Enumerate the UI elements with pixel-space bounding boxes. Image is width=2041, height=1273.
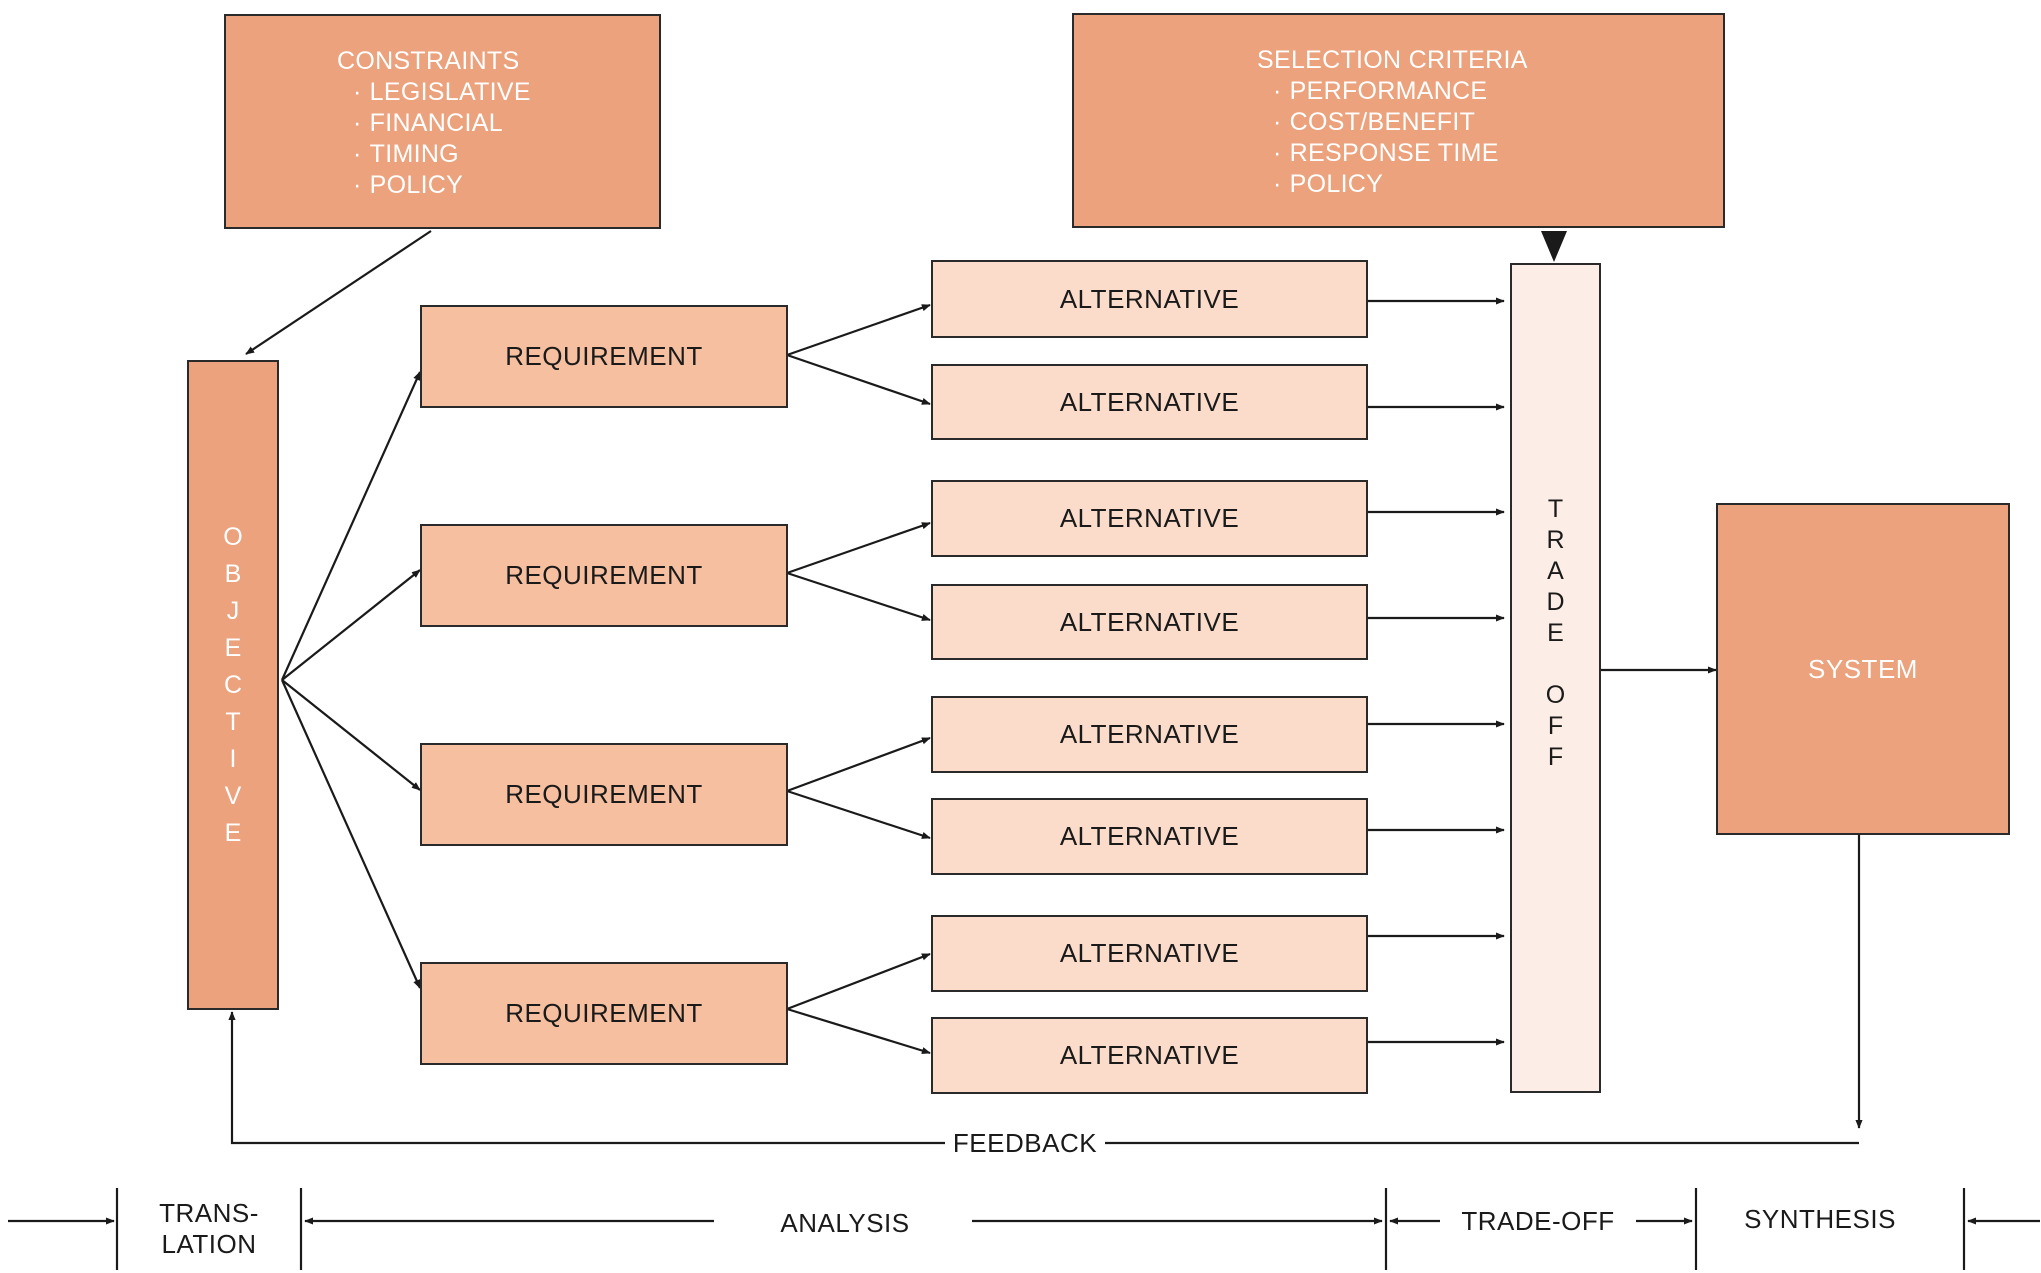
- criteria-item: PERFORMANCE: [1257, 76, 1528, 107]
- constraints-list: CONSTRAINTS LEGISLATIVE FINANCIAL TIMING…: [337, 46, 531, 201]
- trade-off-letter: T: [1547, 494, 1564, 523]
- objective-box: O B J E C T I V E: [187, 360, 279, 1010]
- constraint-item: LEGISLATIVE: [337, 77, 531, 108]
- req3-to-alt5: [786, 736, 931, 793]
- alternative-box-3: ALTERNATIVE: [931, 480, 1368, 557]
- req4-to-alt7: [786, 952, 931, 1011]
- requirement-box-3: REQUIREMENT: [420, 743, 788, 846]
- phase-translation-line2: LATION: [161, 1229, 257, 1259]
- constraint-item: FINANCIAL: [337, 108, 531, 139]
- trade-off-letter: D: [1546, 587, 1565, 616]
- system-box: SYSTEM: [1716, 503, 2010, 835]
- objective-letter: J: [226, 596, 240, 625]
- alternative-box-6: ALTERNATIVE: [931, 798, 1368, 875]
- req4-to-alt8: [786, 1007, 931, 1055]
- constraint-item: POLICY: [337, 170, 531, 201]
- selection-criteria-title: SELECTION CRITERIA: [1257, 46, 1528, 74]
- trade-off-letter: R: [1546, 525, 1565, 554]
- req1-to-alt2: [786, 353, 931, 406]
- criteria-item: RESPONSE TIME: [1257, 138, 1528, 169]
- requirement-box-2: REQUIREMENT: [420, 524, 788, 627]
- objective-letter: I: [229, 744, 237, 773]
- constraint-item: TIMING: [337, 139, 531, 170]
- constraints-title: CONSTRAINTS: [337, 47, 520, 75]
- objective-letter: O: [223, 522, 243, 551]
- objective-letter: T: [225, 707, 241, 736]
- trade-off-box: T R A D E O F F: [1510, 263, 1601, 1093]
- phase-analysis: ANALYSIS: [730, 1208, 960, 1238]
- alternative-box-5: ALTERNATIVE: [931, 696, 1368, 773]
- objective-letter: E: [224, 818, 242, 847]
- alternative-box-4: ALTERNATIVE: [931, 584, 1368, 660]
- trade-off-letter: F: [1547, 711, 1564, 740]
- objective-letter: V: [224, 781, 242, 810]
- phase-translation-line1: TRANS-: [159, 1198, 259, 1228]
- requirement-box-1: REQUIREMENT: [420, 305, 788, 408]
- phase-trade-off: TRADE-OFF: [1444, 1206, 1632, 1236]
- req2-to-alt3: [786, 521, 931, 575]
- phase-synthesis: SYNTHESIS: [1720, 1204, 1920, 1234]
- feedback-label: FEEDBACK: [948, 1128, 1102, 1158]
- alternative-box-2: ALTERNATIVE: [931, 364, 1368, 440]
- alternative-box-7: ALTERNATIVE: [931, 915, 1368, 992]
- objective-to-requirement-1: [280, 371, 422, 681]
- objective-letter: B: [224, 559, 242, 588]
- selection-criteria-box: SELECTION CRITERIA PERFORMANCE COST/BENE…: [1072, 13, 1725, 228]
- objective-to-requirement-2: [281, 569, 421, 681]
- feedback-line-left: [228, 1011, 945, 1145]
- criteria-pointer: [1541, 231, 1567, 262]
- objective-to-requirement-4: [280, 679, 422, 989]
- trade-off-letter: O: [1545, 680, 1566, 709]
- req3-to-alt6: [786, 789, 931, 840]
- alternative-box-8: ALTERNATIVE: [931, 1017, 1368, 1094]
- alternative-box-1: ALTERNATIVE: [931, 260, 1368, 338]
- criteria-item: COST/BENEFIT: [1257, 107, 1528, 138]
- requirement-box-4: REQUIREMENT: [420, 962, 788, 1065]
- trade-off-letter: A: [1547, 556, 1564, 585]
- req1-to-alt1: [786, 303, 931, 357]
- selection-criteria-list: SELECTION CRITERIA PERFORMANCE COST/BENE…: [1257, 45, 1528, 200]
- objective-letter: C: [223, 670, 243, 699]
- trade-off-letter: F: [1547, 742, 1564, 771]
- objective-to-requirement-3: [281, 679, 421, 791]
- constraints-box: CONSTRAINTS LEGISLATIVE FINANCIAL TIMING…: [224, 14, 661, 229]
- req2-to-alt4: [786, 571, 931, 622]
- objective-letter: E: [224, 633, 242, 662]
- phase-translation: TRANS- LATION: [128, 1198, 290, 1260]
- trade-off-letter: E: [1547, 618, 1564, 647]
- criteria-item: POLICY: [1257, 169, 1528, 200]
- constraints-arrow: [245, 230, 432, 355]
